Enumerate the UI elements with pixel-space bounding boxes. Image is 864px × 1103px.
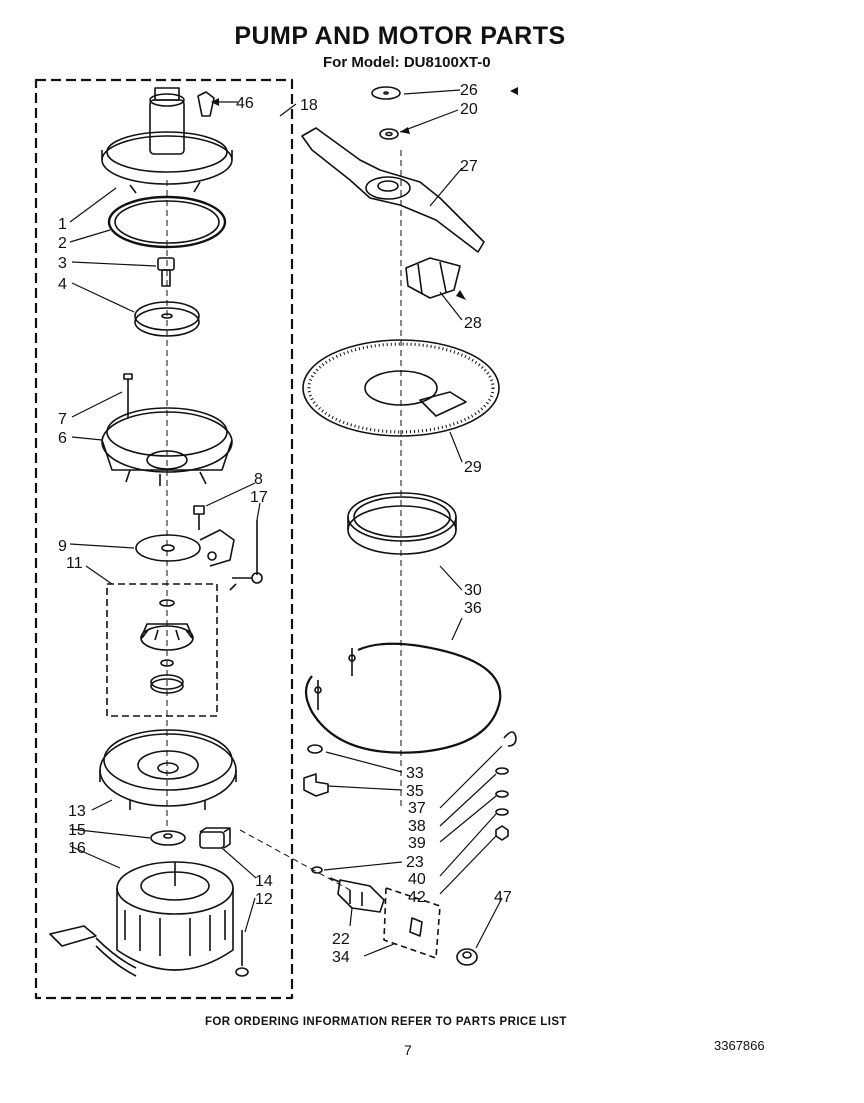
part-cap-26 [371, 86, 401, 100]
callout-42: 42 [408, 889, 426, 906]
callout-1: 1 [58, 216, 67, 233]
part-pump-base-6 [101, 407, 233, 486]
callout-15: 15 [68, 822, 86, 839]
callout-29: 29 [464, 459, 482, 476]
part-washer-20 [379, 128, 399, 140]
callout-18: 18 [300, 97, 318, 114]
part-washer-33 [307, 744, 323, 754]
callout-8: 8 [254, 471, 263, 488]
part-nut-47 [456, 948, 478, 966]
callout-30: 30 [464, 582, 482, 599]
part-washer-38 [495, 767, 509, 775]
callout-20: 20 [460, 101, 478, 118]
part-pump-housing-1 [101, 87, 233, 194]
callout-4: 4 [58, 276, 67, 293]
part-screw-3 [157, 257, 175, 287]
part-washer-15 [150, 830, 186, 846]
callout-16: 16 [68, 840, 86, 857]
callout-6: 6 [58, 430, 67, 447]
page-title: PUMP AND MOTOR PARTS [234, 22, 566, 50]
part-bracket-14 [199, 827, 231, 849]
part-screw-12 [235, 930, 249, 977]
callout-46: 46 [236, 95, 254, 112]
callout-39: 39 [408, 835, 426, 852]
callout-40: 40 [408, 871, 426, 888]
callout-2: 2 [58, 235, 67, 252]
callout-38: 38 [408, 818, 426, 835]
part-washer-40 [495, 808, 509, 816]
part-spray-arm-27 [301, 127, 485, 253]
callout-11: 11 [66, 555, 83, 572]
part-clip-28 [405, 257, 461, 299]
assembly-boundary [34, 78, 294, 1000]
part-rod-17 [229, 520, 263, 591]
subassembly-box-11 [106, 583, 218, 717]
callout-28: 28 [464, 315, 482, 332]
callout-22: 22 [332, 931, 350, 948]
part-motor-16 [49, 861, 234, 977]
part-gasket-ring-2 [107, 195, 227, 249]
part-bracket-34 [383, 887, 441, 959]
callout-27: 27 [460, 158, 478, 175]
callout-37: 37 [408, 800, 426, 817]
page-number: 7 [404, 1042, 412, 1058]
part-bolt-7 [123, 373, 133, 418]
part-screw-8 [193, 505, 205, 530]
part-chopper-assembly-11 [140, 599, 194, 694]
callout-33: 33 [406, 765, 424, 782]
ordering-note: FOR ORDERING INFORMATION REFER TO PARTS … [205, 1016, 567, 1028]
part-motor-mount-13 [99, 729, 237, 810]
part-bracket-35 [303, 773, 329, 797]
part-hook-37 [503, 731, 517, 747]
part-sensor-22 [329, 877, 385, 913]
callout-7: 7 [58, 411, 67, 428]
callout-14: 14 [255, 873, 273, 890]
part-nut-42 [495, 825, 509, 841]
part-o-ring-23 [311, 866, 323, 874]
callout-13: 13 [68, 803, 86, 820]
part-heater-element-36 [304, 642, 502, 754]
part-clip-46 [197, 91, 215, 117]
callout-35: 35 [406, 783, 424, 800]
callout-36: 36 [464, 600, 482, 617]
callout-47: 47 [494, 889, 512, 906]
part-filter-screen-29 [302, 339, 500, 437]
callout-23: 23 [406, 854, 424, 871]
part-impeller-plate-4 [134, 301, 200, 337]
callout-9: 9 [58, 538, 67, 555]
document-number: 3367866 [714, 1038, 765, 1053]
part-ring-seal-30 [347, 492, 457, 555]
callout-17: 17 [250, 489, 268, 506]
callout-34: 34 [332, 949, 350, 966]
callout-3: 3 [58, 255, 67, 272]
callout-26: 26 [460, 82, 478, 99]
part-washer-39 [495, 790, 509, 798]
part-plate-9 [135, 529, 235, 567]
model-subtitle: For Model: DU8100XT-0 [323, 54, 491, 71]
callout-12: 12 [255, 891, 273, 908]
